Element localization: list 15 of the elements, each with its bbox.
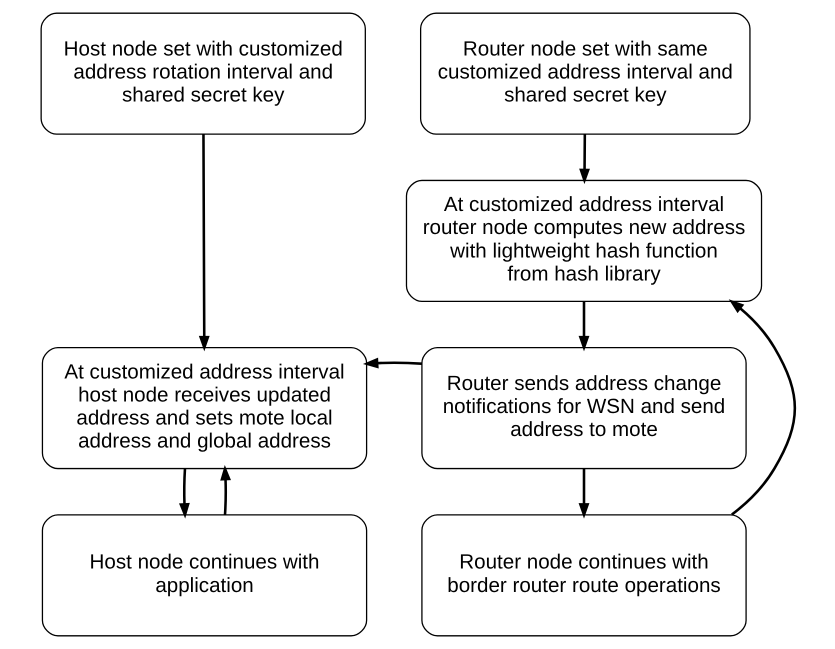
arrow — [578, 134, 590, 184]
arrow — [728, 299, 796, 516]
node-box: At customized address interval host node receives updated address and sets mote local address and global address — [41, 347, 367, 470]
node-box: Router sends address change notifications for WSN and send address to mote — [420, 347, 746, 470]
node-box: Host node continues with application — [41, 514, 367, 636]
arrow — [178, 468, 190, 519]
arrow — [578, 302, 589, 352]
arrow — [220, 464, 230, 515]
node-box: Host node set with customized address rotation interval and shared secret key — [40, 12, 366, 135]
node-box: Router node set with same customized address interval and shared secret key — [419, 12, 750, 135]
arrow — [198, 134, 210, 352]
arrow — [578, 468, 589, 519]
node-box: At customized address interval router node computes new address with lightweight hash function from hash library — [405, 180, 762, 302]
node-box: Router node continues with border router route operations — [420, 514, 746, 636]
arrow — [362, 358, 422, 368]
